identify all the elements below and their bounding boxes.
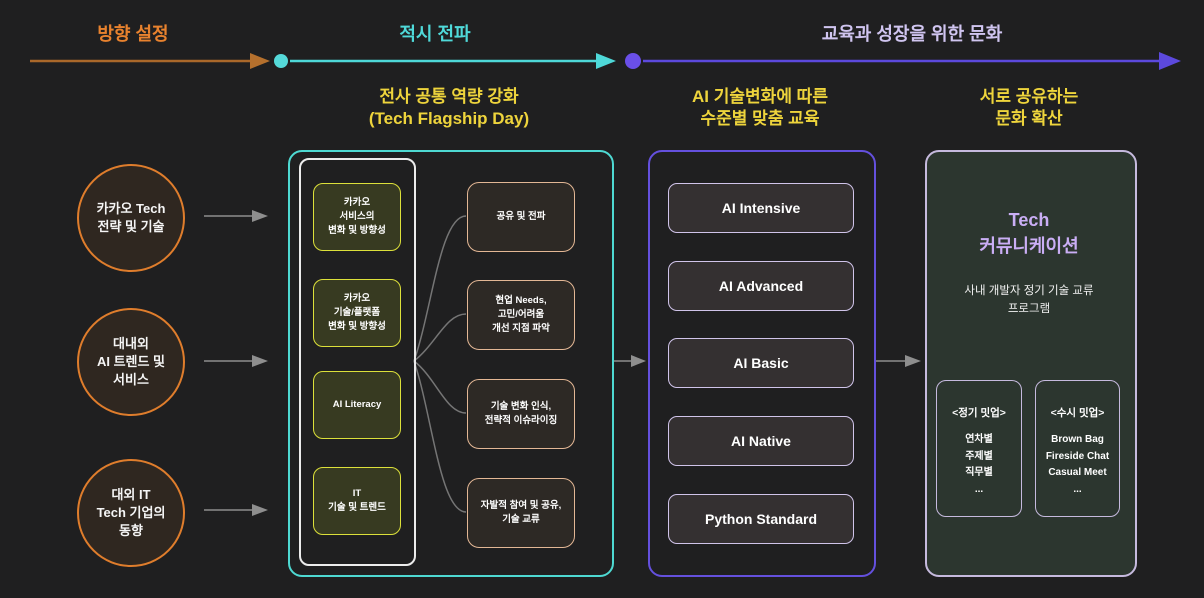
topic-box-kakao-tech-platform: 카카오 기술/플랫폼 변화 및 방향성 bbox=[313, 279, 401, 347]
outcome-box-share-spread: 공유 및 전파 bbox=[467, 182, 575, 252]
culture-program-name: Tech 커뮤니케이션 bbox=[979, 210, 1079, 257]
meetup-items-adhoc: Brown Bag Fireside Chat Casual Meet ... bbox=[1045, 434, 1110, 495]
education-section-title: AI 기술변화에 따른 수준별 맞춤 교육 bbox=[692, 87, 828, 129]
meetup-title-adhoc: <수시 밋업> bbox=[1050, 407, 1105, 419]
timeline-arrow-direction bbox=[30, 53, 288, 69]
culture-section-title: 서로 공유하는 문화 확산 bbox=[979, 87, 1079, 129]
source-circle-strategy: 카카오 Tech 전략 및 기술 bbox=[77, 164, 185, 272]
meetup-items-regular: 연차별 주제별 직무별 ... bbox=[965, 434, 993, 495]
outcome-box-voluntary-exchange: 자발적 참여 및 공유, 기술 교류 bbox=[467, 478, 575, 548]
arrowhead-source-3-icon bbox=[252, 504, 268, 516]
level-box-python-standard: Python Standard bbox=[668, 494, 854, 544]
flagship-topics-box bbox=[299, 158, 416, 566]
arrowhead-spread-icon bbox=[596, 53, 616, 69]
meetup-card-regular: <정기 밋업> 연차별 주제별 직무별 ... bbox=[936, 380, 1022, 517]
arrowhead-source-1-icon bbox=[252, 210, 268, 222]
topic-box-it-trends: IT 기술 및 트렌드 bbox=[313, 467, 401, 535]
phase-label-direction: 방향 설정 bbox=[97, 24, 169, 44]
source-circle-label: 카카오 Tech 전략 및 기술 bbox=[96, 200, 166, 234]
timeline-dot-culture-icon bbox=[625, 53, 641, 69]
source-circle-label: 대외 IT Tech 기업의 동향 bbox=[96, 486, 166, 539]
education-box bbox=[648, 150, 876, 577]
arrowhead-direction-icon bbox=[250, 53, 270, 69]
meetup-card-adhoc: <수시 밋업> Brown Bag Fireside Chat Casual M… bbox=[1035, 380, 1120, 517]
outcome-box-field-needs: 현업 Needs, 고민/어려움 개선 지점 파악 bbox=[467, 280, 575, 350]
level-box-ai-basic: AI Basic bbox=[668, 338, 854, 388]
meetup-title-regular: <정기 밋업> bbox=[952, 407, 1006, 419]
flagship-section-title: 전사 공통 역량 강화 (Tech Flagship Day) bbox=[368, 87, 530, 129]
fanout-curves bbox=[413, 215, 467, 513]
level-box-ai-advanced: AI Advanced bbox=[668, 261, 854, 311]
timeline-arrow-spread bbox=[290, 53, 641, 69]
topic-box-kakao-services: 카카오 서비스의 변화 및 방향성 bbox=[313, 183, 401, 251]
culture-program-desc: 사내 개발자 정기 기술 교류 프로그램 bbox=[964, 285, 1094, 315]
timeline-dot-spread-icon bbox=[274, 54, 288, 68]
timeline-arrow-culture bbox=[643, 52, 1181, 70]
arrowhead-flow-2-icon bbox=[905, 355, 921, 367]
outcome-box-tech-awareness: 기술 변화 인식, 전략적 이슈라이징 bbox=[467, 379, 575, 449]
arrowhead-flow-1-icon bbox=[631, 355, 646, 367]
arrowhead-source-2-icon bbox=[252, 355, 268, 367]
flow-arrows bbox=[613, 355, 921, 367]
topic-box-ai-literacy: AI Literacy bbox=[313, 371, 401, 439]
source-arrows bbox=[204, 210, 268, 516]
level-box-ai-intensive: AI Intensive bbox=[668, 183, 854, 233]
phase-label-spread: 적시 전파 bbox=[399, 24, 471, 44]
source-circle-it-companies: 대외 IT Tech 기업의 동향 bbox=[77, 459, 185, 567]
arrowhead-culture-icon bbox=[1159, 52, 1181, 70]
source-circle-label: 대내외 AI 트렌드 및 서비스 bbox=[96, 335, 166, 388]
level-box-ai-native: AI Native bbox=[668, 416, 854, 466]
source-circle-ai-trends: 대내외 AI 트렌드 및 서비스 bbox=[77, 308, 185, 416]
phase-label-culture: 교육과 성장을 위한 문화 bbox=[821, 24, 1003, 44]
flagship-box bbox=[288, 150, 614, 577]
